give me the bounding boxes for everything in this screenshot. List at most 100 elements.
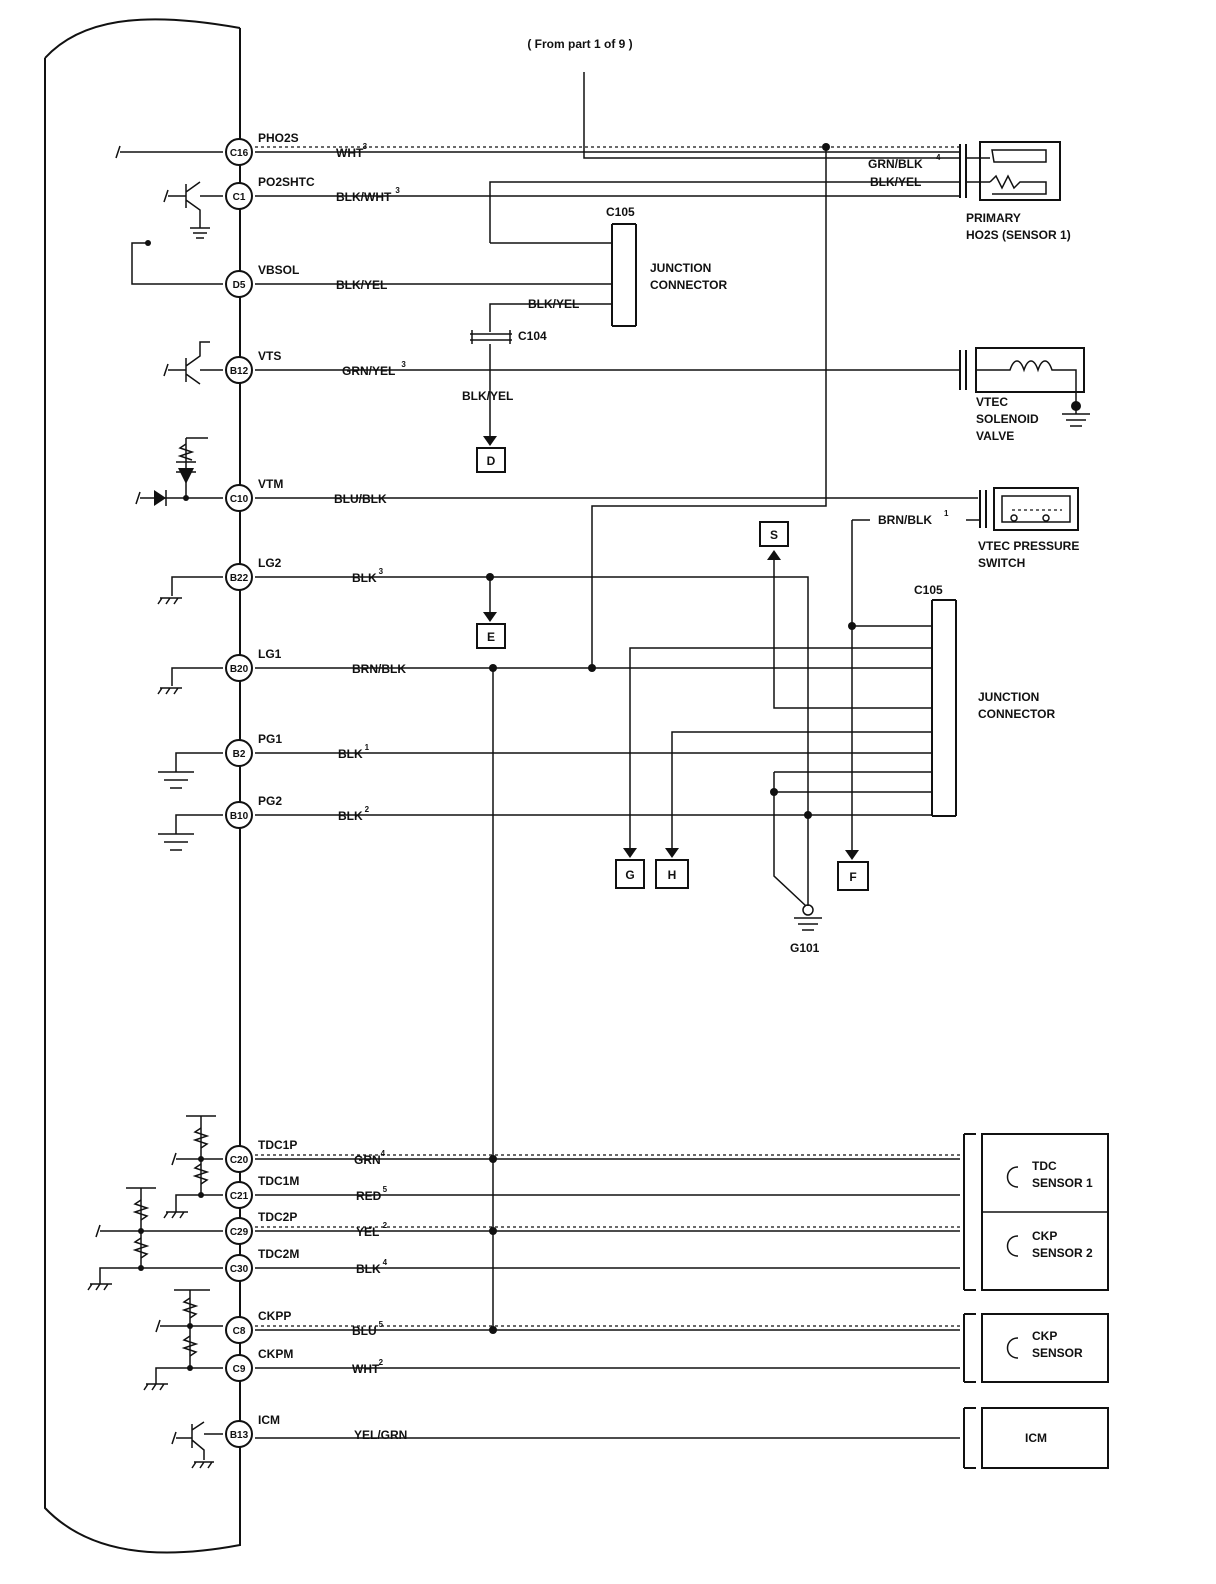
pin-id: B12 xyxy=(230,366,249,377)
ckp-sensor: CKP SENSOR xyxy=(963,1313,1109,1383)
pin-circle xyxy=(225,1181,253,1209)
wire-sup: 4 xyxy=(383,1258,388,1267)
junction-bottom-line1: JUNCTION xyxy=(978,690,1039,704)
pin-id: C1 xyxy=(233,192,246,203)
pin-id: B22 xyxy=(230,573,249,584)
svg-text:S: S xyxy=(770,528,778,542)
ground-bus-3 xyxy=(773,772,807,907)
vtec-ps-label-1: VTEC PRESSURE xyxy=(978,539,1079,553)
pin-name: TDC1M xyxy=(258,1174,299,1188)
c104-connector xyxy=(470,330,512,344)
pin-id: B2 xyxy=(233,749,246,760)
splice-dot xyxy=(489,1326,497,1334)
wire-color-label: BLK xyxy=(352,571,377,585)
wire-color-label: RED xyxy=(356,1189,382,1203)
ref-box-h: H xyxy=(655,859,689,889)
pin-name: VTM xyxy=(258,477,283,491)
wire-label-blk-yel: BLK/YEL xyxy=(870,175,921,189)
wire-color-label: BLU/BLK xyxy=(334,492,387,506)
c105-top-connector xyxy=(611,223,637,327)
junction-bottom-line2: CONNECTOR xyxy=(978,707,1055,721)
c105-top-label: C105 xyxy=(606,205,635,219)
pin-circle xyxy=(225,563,253,591)
arrow-f xyxy=(845,850,859,860)
pin-circle xyxy=(225,138,253,166)
pin-circle xyxy=(225,1354,253,1382)
splice-dot xyxy=(489,1227,497,1235)
ecm-internal-circuits xyxy=(87,145,223,1469)
pin-name: LG1 xyxy=(258,647,282,661)
pin-circle xyxy=(225,1254,253,1282)
pin-name: CKPM xyxy=(258,1347,293,1361)
vtec-sol-label-1: VTEC xyxy=(976,395,1008,409)
wire-color-label: GRN/YEL xyxy=(342,364,395,378)
pin-circle xyxy=(225,1316,253,1344)
pin-id: C8 xyxy=(233,1326,246,1337)
pin-name: PG2 xyxy=(258,794,282,808)
pin-circle xyxy=(225,654,253,682)
wire-sup: 4 xyxy=(381,1149,386,1158)
wire-color-label: WHT xyxy=(352,1362,380,1376)
ho2s-label-2: HO2S (SENSOR 1) xyxy=(966,228,1071,242)
pin-id: D5 xyxy=(233,280,246,291)
pg2-to-bus xyxy=(807,814,932,906)
pin-id: C30 xyxy=(230,1264,249,1275)
pin-id: B10 xyxy=(230,811,249,822)
wire-color-label: WHT xyxy=(336,146,364,160)
pin-id: B13 xyxy=(230,1430,249,1441)
pin-id: C16 xyxy=(230,148,249,159)
junction-top-line1: JUNCTION xyxy=(650,261,711,275)
wire-color-label: BLK/WHT xyxy=(336,190,392,204)
c105-bottom-label: C105 xyxy=(914,583,943,597)
vtec-ps-label-2: SWITCH xyxy=(978,556,1025,570)
arrow-e xyxy=(483,612,497,622)
c104-feed-wire xyxy=(489,303,612,332)
pin-circle xyxy=(225,484,253,512)
primary-ho2s: PRIMARY HO2S (SENSOR 1) xyxy=(959,141,1071,242)
wire-color-label: GRN xyxy=(354,1153,381,1167)
tdc-sensor-1-line1: TDC xyxy=(1032,1159,1057,1173)
g101-label: G101 xyxy=(790,941,820,955)
wire-sup: 5 xyxy=(379,1320,384,1329)
pin-name: PO2SHTC xyxy=(258,175,315,189)
tdc-ckp-sensor-assembly: TDC SENSOR 1 CKP SENSOR 2 xyxy=(963,1133,1109,1291)
pin-name: TDC2M xyxy=(258,1247,299,1261)
wire-sup: 2 xyxy=(383,1221,388,1230)
vtec-sol-label-3: VALVE xyxy=(976,429,1014,443)
wire-label-blk-yel-down: BLK/YEL xyxy=(462,389,513,403)
ckp-sensor-2-line1: CKP xyxy=(1032,1229,1057,1243)
pin-circle xyxy=(225,801,253,829)
vtec-sol-label-2: SOLENOID xyxy=(976,412,1039,426)
ref-box-d: D xyxy=(476,447,506,473)
s-feed-wire xyxy=(773,558,932,709)
arrow-d xyxy=(483,436,497,446)
pin-circle xyxy=(225,1217,253,1245)
wire-label-blk-yel-c104: BLK/YEL xyxy=(528,297,579,311)
wire-color-label: BLU xyxy=(352,1324,377,1338)
pin-name: PHO2S xyxy=(258,131,299,145)
wire-color-label: BLK xyxy=(356,1262,381,1276)
pin-id: C9 xyxy=(233,1364,246,1375)
ref-box-s: S xyxy=(759,521,789,547)
svg-text:1: 1 xyxy=(944,509,949,518)
icm-label: ICM xyxy=(1025,1431,1047,1445)
tdc-sensor-1-line2: SENSOR 1 xyxy=(1032,1176,1093,1190)
g101-eyelet xyxy=(802,904,814,916)
blk-yel-ho2s-wire xyxy=(489,181,960,243)
c104-label: C104 xyxy=(518,329,547,343)
svg-text:F: F xyxy=(849,870,856,884)
pin-circle xyxy=(225,1420,253,1448)
arrow-s xyxy=(767,550,781,560)
pin-circle xyxy=(225,356,253,384)
wire-sup: 3 xyxy=(401,360,406,369)
icm-module: ICM xyxy=(963,1407,1109,1469)
arrow-h xyxy=(665,848,679,858)
